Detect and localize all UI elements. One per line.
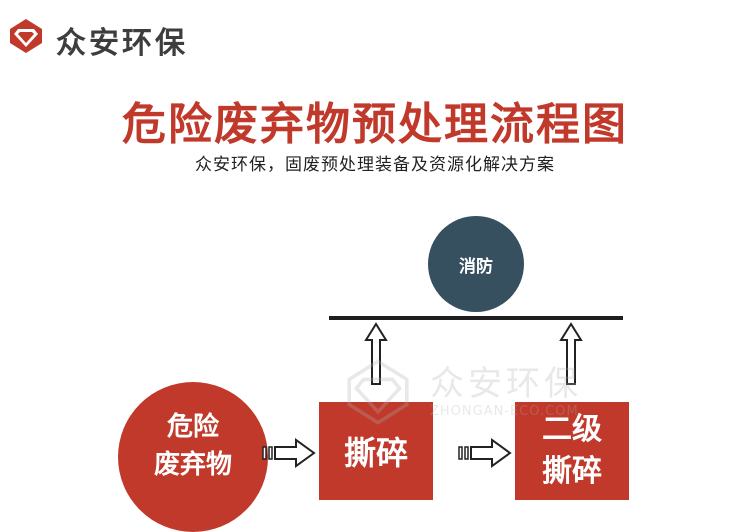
hazardous-waste-node: 危险 废弃物	[118, 382, 268, 532]
fire-protection-label: 消防	[459, 256, 493, 277]
right-arrow-icon	[262, 438, 316, 468]
page-title: 危险废弃物预处理流程图	[122, 99, 628, 150]
hazardous-waste-label-line1: 危险	[166, 412, 219, 442]
secondary-shredding-label-line1: 二级	[542, 412, 602, 447]
secondary-shredding-node: 二级 撕碎	[515, 402, 629, 500]
page-subtitle: 众安环保，固废预处理装备及资源化解决方案	[195, 155, 555, 175]
collector-bar	[329, 316, 623, 320]
up-arrow-icon	[364, 322, 388, 385]
fire-protection-node: 消防	[428, 216, 524, 312]
diamond-logo-icon	[10, 19, 42, 53]
brand-name: 众安环保	[56, 26, 188, 61]
shredding-node: 撕碎	[319, 402, 433, 500]
shredding-label: 撕碎	[343, 434, 408, 472]
right-arrow-icon	[458, 438, 512, 468]
hazardous-waste-label-line2: 废弃物	[153, 450, 232, 480]
secondary-shredding-label-line2: 撕碎	[542, 454, 602, 489]
up-arrow-icon	[559, 322, 583, 385]
